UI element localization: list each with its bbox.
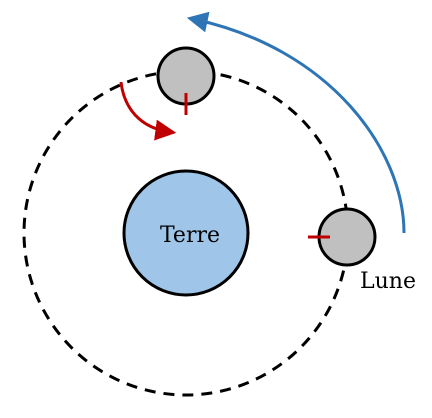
earth-circle xyxy=(122,169,250,297)
orbit-direction-arrow xyxy=(186,11,406,234)
moon-rotation-arrow xyxy=(119,81,177,141)
earth-label: Terre xyxy=(160,223,220,248)
moon-label: Lune xyxy=(360,269,416,294)
